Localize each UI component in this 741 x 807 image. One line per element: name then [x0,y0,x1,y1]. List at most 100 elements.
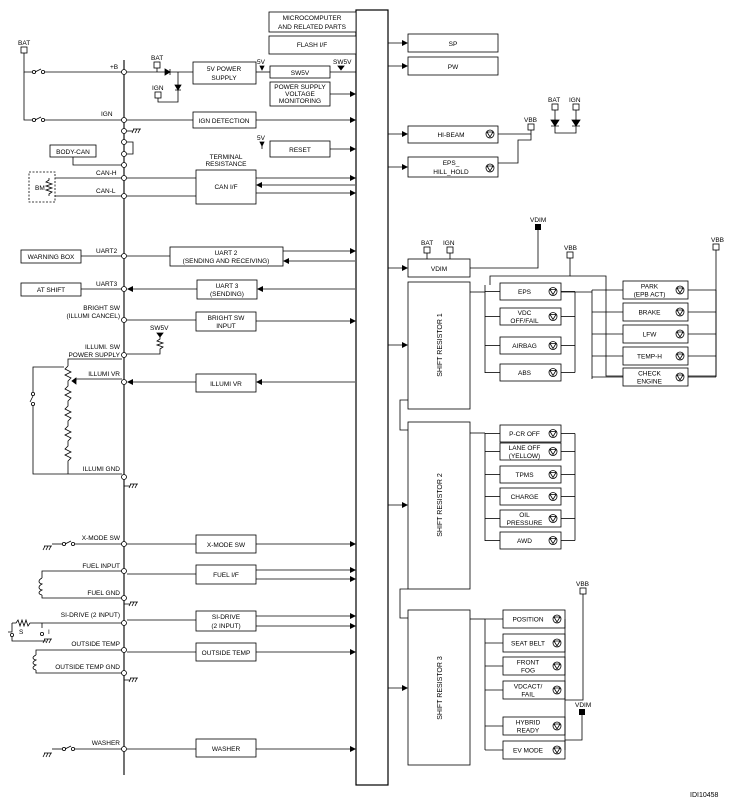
indicators_sr1-3-lamp-icon [548,368,558,377]
micro-label-2: AND RELATED PARTS [278,24,347,31]
vbb-terminal-far-right [712,243,720,251]
vbb-label-sr1: VBB [564,245,577,252]
uart3-box-label-2: (SENDING) [210,291,244,298]
vbb-label-far-right: VBB [711,237,724,244]
ign-left-wire [23,72,32,121]
node-154 [121,151,127,157]
bright-sw-box-label-2: INPUT [216,323,236,330]
bat-wire [23,53,32,73]
indicators_right-1-lamp-icon [675,307,685,317]
indicators_sr1-1-label-1: OFF/FAIL [510,318,539,325]
vdim-label-sr3: VDIM [575,702,591,709]
sidrive-label: SI-DRIVE (2 INPUT) [61,612,120,619]
bright-sw-box [195,311,257,332]
pw-label: PW [448,64,459,71]
bat-terminal-psu [153,61,161,69]
bat-label-left: BAT [18,40,30,47]
ign-det-label: IGN DETECTION [199,118,250,125]
hibeam-label: HI-BEAM [437,132,464,139]
gnd-bridge [127,141,134,155]
ground-xmode-icon [42,545,52,551]
indicators_right-0-label-1: (EPB ACT) [634,292,666,299]
indicators_sr3-0-label-0: POSITION [512,617,543,624]
illumi-sw-blade [29,395,34,403]
bat-switch-node-2 [41,70,46,75]
indicators_sr2-1-label-0: LANE OFF [509,445,541,452]
illumi-psu-label-1: ILLUMI. SW [85,344,121,351]
vdim-box [407,258,471,278]
uart2-box [169,246,284,267]
vdim-top-wire [470,230,539,269]
sidrive-s-label: S [19,629,24,636]
ground-3-icon [128,601,138,607]
indicators_right-4-label-0: CHECK [638,371,661,378]
illumi-vr-label: ILLUMI VR [88,371,120,378]
term-label-2: RESISTANCE [205,161,247,168]
ign-terminal-psu [154,91,162,99]
ground-sidrive-icon [42,638,52,644]
xmode-node [121,541,127,547]
fuel-gnd-wire [41,595,122,599]
indicators_sr3-3-lamp-icon [552,685,562,695]
diode-2-icon [174,84,182,91]
vdim-box-label: VDIM [431,266,447,273]
sr1-box [407,281,471,410]
illumi-sw-node-2 [30,401,35,406]
reset-label: RESET [289,147,311,154]
psu-label-2: SUPPLY [211,75,237,82]
indicators_right-2-lamp-icon [675,329,685,339]
vbb-label-sr3: VBB [576,581,589,588]
illumi-sw-wire [32,366,64,392]
indicators_sr3-1-lamp-icon [552,638,562,648]
body-can-node [121,162,127,168]
illumi-sw-node-1 [30,391,35,396]
sp-box [407,33,499,53]
vbb-right-wire [570,275,623,377]
bat-label-vdim: BAT [421,240,433,247]
indicators_sr3-0-lamp-icon [552,614,562,624]
at-shift-label: AT SHIFT [37,287,65,294]
body-can-wire [72,157,122,166]
ign-terminal-vdim [446,246,454,254]
flash-if-box [268,35,357,55]
eps-lamp-icon [485,163,495,173]
pw-box [407,56,499,76]
psu-box [192,61,257,85]
illumi-gnd-2-wire [123,480,130,487]
vdim-sr3-wire [565,715,583,741]
at-shift-box [20,282,82,297]
diode-bat-right-icon [550,119,560,127]
right-supply-wire [554,126,577,134]
hibeam-box [407,125,499,144]
sidrive-s-wire [8,623,13,633]
sr1-sr2-link [399,399,408,431]
indicators_sr2-4-lamp-icon [548,514,558,523]
indicators_right-0-lamp-icon [675,285,685,295]
indicators_sr2-3-label-0: CHARGE [511,494,539,501]
xmode-sw-blade [64,540,72,545]
illumi-vr-node [121,379,127,385]
outside-temp-sensor-icon [32,654,38,671]
vbb-terminal-sr1 [566,251,574,259]
monitoring-label-3: MONITORING [279,98,321,105]
sr3-box [407,609,471,766]
indicators_sr2-2-label-0: TPMS [515,472,534,479]
indicators_sr3-5-lamp-icon [552,745,562,755]
monitoring-label-1: POWER SUPPLY [274,84,326,91]
sidrive-node [121,620,127,626]
bat-label-psu: BAT [151,55,163,62]
ign-label-vdim: IGN [443,240,455,247]
monitoring-label-2: VOLTAGE [285,91,315,98]
node-142 [121,139,127,145]
can-h-label: CAN-H [96,170,117,177]
can-l-node [121,193,127,199]
bright-sw-label-1: BRIGHT SW [83,305,121,312]
indicators_right-3-label-0: TEMP-H [637,354,662,361]
indicators_right-3-lamp-icon [675,351,685,361]
indicators_right-4-lamp-icon [675,372,685,382]
sp-label: SP [449,41,458,48]
indicators_right-4-label-1: ENGINE [637,379,663,386]
